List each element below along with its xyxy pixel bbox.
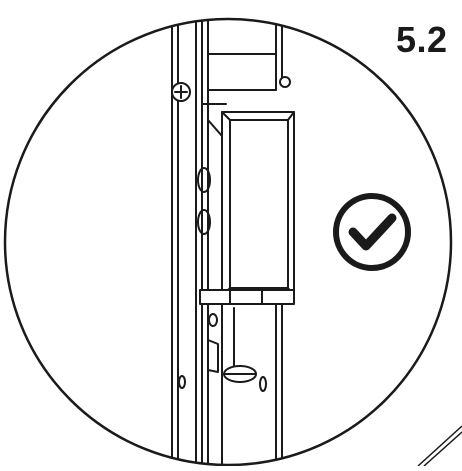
rail-holes: [178, 167, 267, 392]
zoom-circle: [3, 17, 453, 467]
step-number: 5.2: [396, 19, 448, 60]
vertical-rail: [171, 19, 223, 465]
magnified-bracket-detail: [171, 19, 295, 465]
upper-plate: [207, 53, 277, 91]
latch-box: [199, 111, 295, 305]
locking-pin: [207, 307, 257, 383]
background-part-edge: [417, 425, 462, 467]
screw-icon: [171, 82, 191, 102]
checkmark-circle-icon: [333, 193, 411, 271]
